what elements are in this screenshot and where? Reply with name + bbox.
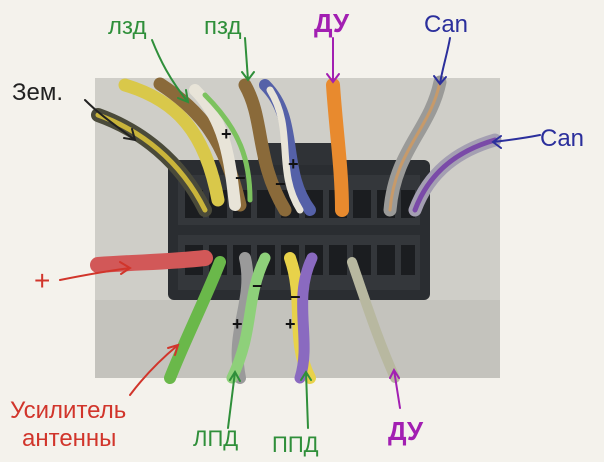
label-lpd: ЛПД (193, 426, 238, 451)
wire-ground (91, 108, 212, 217)
arrow-lpd (227, 370, 241, 429)
label-can-right: Can (540, 125, 584, 152)
wire-can-top (383, 75, 447, 217)
mark-ppd-minus: − (290, 287, 301, 307)
arrow-ppd (300, 370, 312, 429)
label-pzd: пзд (204, 13, 241, 40)
wire-plus (90, 250, 213, 273)
arrow-lzd (151, 39, 190, 104)
arrow-plus (59, 261, 132, 281)
arrow-du-top (326, 37, 340, 84)
wire-lzd-pair (118, 77, 253, 212)
mark-lpd-minus: − (252, 276, 263, 296)
arrow-can-right (491, 134, 541, 149)
label-ppd: ППД (272, 432, 319, 457)
wire-du-bottom (347, 257, 400, 383)
wire-du-top (326, 78, 349, 217)
label-du-bottom: ДУ (388, 416, 424, 446)
wire-marks: + − + − − + − + (221, 124, 301, 334)
wire-antenna (164, 256, 226, 384)
mark-pzd-plus: + (288, 154, 299, 174)
arrow-can-top (433, 37, 451, 86)
arrow-du-bottom (389, 367, 401, 409)
wire-can-right (408, 133, 502, 217)
label-antenna-line2: антенны (22, 425, 116, 452)
arrow-zem (84, 99, 137, 142)
mark-lzd-minus: − (235, 168, 246, 188)
arrow-antenna (129, 343, 180, 396)
wire-pzd-pair (238, 78, 316, 217)
wire-ppd-pair (284, 252, 318, 384)
annotation-arrows (59, 37, 541, 429)
label-can-top: Can (424, 11, 468, 38)
mark-lpd-plus: + (232, 314, 243, 334)
label-du-top: ДУ (314, 8, 350, 38)
label-lzd: лзд (108, 13, 146, 40)
label-plus: + (34, 265, 50, 296)
label-zem: Зем. (12, 79, 63, 106)
mark-ppd-plus: + (285, 314, 296, 334)
mark-lzd-plus: + (221, 124, 232, 144)
mark-pzd-minus: − (275, 174, 286, 194)
arrow-pzd (241, 37, 255, 82)
label-antenna-line1: Усилитель (10, 397, 126, 424)
wire-lpd-pair (226, 252, 271, 384)
